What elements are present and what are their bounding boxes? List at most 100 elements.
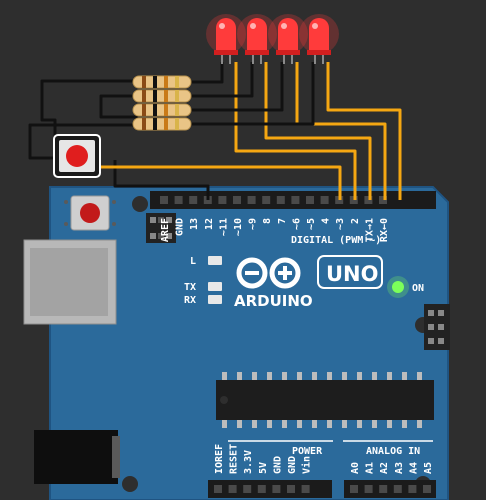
- digital-pin-label: 13: [189, 218, 200, 230]
- led-group[interactable]: [206, 14, 339, 64]
- digital-socket[interactable]: [276, 196, 285, 204]
- power-socket[interactable]: [272, 485, 281, 493]
- resistor[interactable]: [132, 103, 192, 117]
- model-name: UNO: [326, 262, 378, 286]
- chip-pin: [267, 372, 272, 380]
- resistor-group[interactable]: [132, 75, 192, 131]
- ground-wires[interactable]: [28, 79, 210, 200]
- chip-pin: [222, 372, 227, 380]
- chip-pin: [327, 372, 332, 380]
- resistor[interactable]: [132, 75, 192, 89]
- board-reset-button[interactable]: [64, 195, 116, 231]
- power-sockets[interactable]: [214, 485, 310, 493]
- led[interactable]: [299, 14, 339, 64]
- arduino-logo-icon: [236, 257, 301, 289]
- icsp-header: [146, 213, 176, 243]
- onboard-led-tx: [208, 282, 222, 291]
- analog-pin-label: A4: [408, 462, 419, 474]
- digital-socket[interactable]: [320, 196, 329, 204]
- chip-pin: [342, 372, 347, 380]
- onboard-led-rx: [208, 295, 222, 304]
- led-label-tx: TX: [184, 282, 196, 293]
- chip-pin: [282, 420, 287, 428]
- power-socket[interactable]: [301, 485, 310, 493]
- power-pin-label: IOREF: [214, 444, 225, 474]
- chip-pins: [222, 372, 422, 428]
- chip-pin: [282, 372, 287, 380]
- led[interactable]: [268, 14, 308, 64]
- resistor[interactable]: [132, 89, 192, 103]
- analog-socket[interactable]: [350, 485, 358, 493]
- chip-pin: [267, 420, 272, 428]
- led[interactable]: [237, 14, 277, 64]
- digital-pin-label: AREF: [160, 218, 171, 242]
- digital-pin-label: 2: [350, 218, 361, 224]
- digital-pin-label: TX→1: [364, 218, 375, 242]
- analog-socket[interactable]: [423, 485, 431, 493]
- usb-connector-inner: [30, 248, 108, 316]
- analog-socket[interactable]: [364, 485, 373, 493]
- power-pin-label: Vin: [301, 456, 313, 474]
- power-socket[interactable]: [287, 485, 295, 493]
- chip-pin: [237, 420, 242, 428]
- chip-pin: [222, 420, 227, 428]
- brand-name: ARDUINO: [234, 292, 313, 310]
- digital-socket[interactable]: [233, 196, 241, 204]
- digital-pin-label: ~6: [291, 218, 302, 230]
- digital-socket[interactable]: [247, 196, 256, 204]
- power-socket[interactable]: [214, 485, 222, 493]
- power-socket[interactable]: [257, 485, 266, 493]
- analog-sockets[interactable]: [350, 485, 431, 493]
- resistor[interactable]: [132, 117, 192, 131]
- power-on-led: [392, 281, 404, 293]
- power-pin-label: GND: [287, 456, 298, 474]
- digital-socket[interactable]: [364, 196, 373, 204]
- analog-pin-label: A3: [394, 462, 405, 474]
- power-on-label: ON: [412, 283, 424, 294]
- digital-socket[interactable]: [262, 196, 271, 204]
- digital-socket[interactable]: [218, 196, 227, 204]
- power-socket[interactable]: [243, 485, 252, 493]
- power-pin-label: 3.3V: [243, 450, 254, 474]
- digital-pin-label: 4: [321, 218, 332, 224]
- digital-socket[interactable]: [174, 196, 183, 204]
- power-on-led-glow: [387, 276, 409, 298]
- digital-socket[interactable]: [189, 196, 198, 204]
- digital-socket[interactable]: [160, 196, 168, 204]
- digital-pin-label: RX←0: [379, 218, 390, 242]
- power-socket[interactable]: [228, 485, 237, 493]
- chip-pin: [297, 420, 302, 428]
- digital-socket[interactable]: [379, 196, 387, 204]
- analog-socket[interactable]: [393, 485, 402, 493]
- microcontroller-chip: [216, 380, 434, 420]
- digital-pin-label: GND: [175, 218, 186, 236]
- chip-pin: [312, 372, 317, 380]
- pushbutton-cap[interactable]: [66, 145, 88, 167]
- pushbutton[interactable]: [53, 134, 101, 178]
- chip-pin: [372, 420, 377, 428]
- mounting-hole: [132, 196, 148, 212]
- analog-socket[interactable]: [408, 485, 417, 493]
- analog-socket[interactable]: [379, 485, 388, 493]
- digital-socket[interactable]: [291, 196, 300, 204]
- power-pin-label: RESET: [229, 444, 240, 474]
- signal-wires[interactable]: [100, 62, 402, 200]
- led-cathode-wires[interactable]: [190, 62, 315, 126]
- led[interactable]: [206, 14, 246, 64]
- power-header: [208, 480, 332, 498]
- digital-pin-label: 8: [262, 218, 273, 224]
- icsp-header-right: [424, 304, 450, 350]
- chip-pin: [237, 372, 242, 380]
- chip-pin: [372, 372, 377, 380]
- digital-pin-label: ~9: [248, 218, 259, 230]
- digital-pin-label: 7: [277, 218, 288, 224]
- chip-pin: [312, 420, 317, 428]
- digital-socket[interactable]: [306, 196, 314, 204]
- power-pin-label: 5V: [258, 462, 269, 474]
- digital-pin-label: ~3: [335, 218, 346, 230]
- chip-notch: [220, 396, 228, 404]
- chip-pin: [417, 420, 422, 428]
